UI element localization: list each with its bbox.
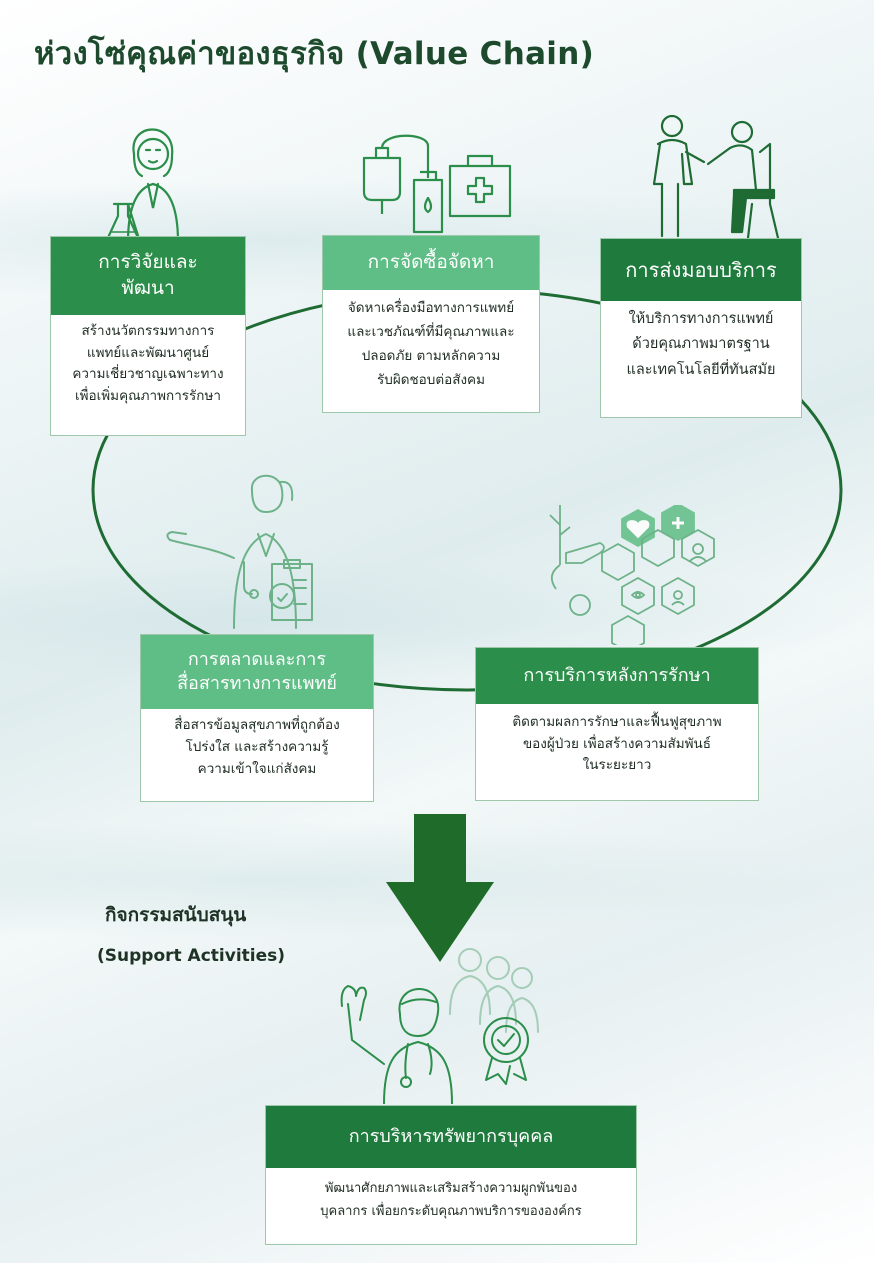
hr-description: พัฒนาศักยภาพและเสริมสร้างความผูกพันของ บ… [320,1181,582,1219]
hr-box: การบริหารทรัพยากรบุคคล พัฒนาศักยภาพและเส… [265,1105,637,1245]
service-delivery-description: ให้บริการทางการแพทย์ ด้วยคุณภาพมาตรฐาน แ… [626,311,776,378]
after-treatment-description: ติดตามผลการรักษาและฟื้นฟูสุขภาพ ของผู้ป่… [512,714,722,774]
service-delivery-box: การส่งมอบบริการ ให้บริการทางการแพทย์ ด้ว… [600,238,802,418]
arrow-down-icon [386,814,494,962]
after-treatment-box: การบริการหลังการรักษา ติดตามผลการรักษาแล… [475,647,759,801]
marketing-description: สื่อสารข้อมูลสุขภาพที่ถูกต้อง โปร่งใส แล… [174,717,340,777]
support-activities-label-en: (Support Activities) [97,946,286,966]
medical-team-icon [340,948,539,1104]
doctor-patient-icon [652,114,780,240]
research-box: การวิจัยและ พัฒนา สร้างนวัตกรรมทางการ แพ… [50,236,246,436]
marketing-title: การตลาดและการ สื่อสารทางการแพทย์ [141,635,373,709]
procurement-box: การจัดซื้อจัดหา จัดหาเครื่องมือทางการแพท… [322,235,540,413]
after-treatment-title: การบริการหลังการรักษา [476,648,758,704]
research-title: การวิจัยและ พัฒนา [51,237,245,315]
procurement-description: จัดหาเครื่องมือทางการแพทย์ และเวชภัณฑ์ที… [347,300,515,389]
research-description: สร้างนวัตกรรมทางการ แพทย์และพัฒนาศูนย์ ค… [72,323,224,404]
page-title: ห่วงโซ่คุณค่าของธุรกิจ (Value Chain) [34,36,595,72]
scientist-icon [104,128,180,244]
support-activities-label: กิจกรรมสนับสนุน [105,904,247,926]
medical-supplies-icon [362,134,512,234]
health-hexagon-icons [549,505,715,645]
nurse-thumbs-up-icon [166,474,313,629]
marketing-box: การตลาดและการ สื่อสารทางการแพทย์ สื่อสาร… [140,634,374,802]
procurement-title: การจัดซื้อจัดหา [323,236,539,290]
hr-title: การบริหารทรัพยากรบุคคล [266,1106,636,1168]
service-delivery-title: การส่งมอบบริการ [601,239,801,301]
